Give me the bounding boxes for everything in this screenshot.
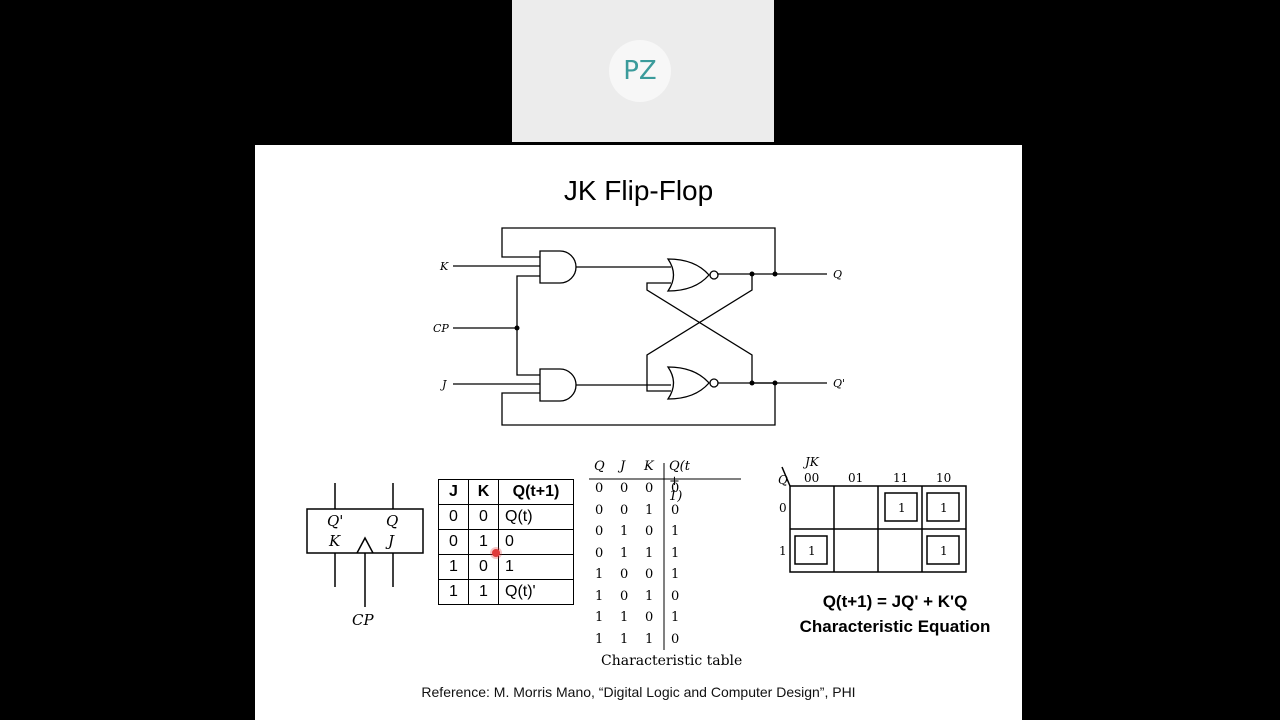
participant-avatar: PZ (609, 40, 671, 102)
ct-cell: 0 (645, 481, 654, 496)
kmap-cell-1-10: 1 (940, 544, 948, 558)
kmap-col-00: 00 (804, 471, 819, 485)
table-row: 1 1 Q(t)' (438, 579, 574, 605)
circuit-label-k: K (439, 260, 449, 273)
ct-cell: 0 (620, 502, 629, 518)
ct-cell: 0 (595, 502, 604, 518)
ct-cell: 0 (645, 524, 654, 539)
ct-header-k: K (644, 459, 654, 474)
ct-cell: 1 (595, 631, 604, 647)
characteristic-table-caption: Characteristic table (601, 653, 743, 669)
slide-title: JK Flip-Flop (563, 175, 714, 206)
kmap-row-1: 1 (779, 544, 787, 558)
ct-cell: 0 (645, 567, 654, 582)
participant-video-tile[interactable]: PZ (512, 0, 774, 142)
ct-cell: 0 (620, 588, 629, 604)
table-row: 0 1 0 (438, 529, 574, 555)
circuit-label-j: J (440, 378, 447, 391)
characteristic-equation-caption: Characteristic Equation (799, 617, 991, 636)
circuit-label-qprime: Q' (833, 377, 845, 390)
kmap-col-var: JK (802, 455, 820, 469)
kmap-cell-0-10: 1 (940, 501, 948, 515)
symbol-label-j: J (385, 532, 395, 550)
ct-cell: 1 (620, 545, 629, 561)
slide-reference: Reference: M. Morris Mano, “Digital Logi… (421, 684, 856, 700)
ct-cell: 1 (645, 588, 654, 604)
ct-cell: 1 (671, 545, 680, 561)
tt-header-q: Q(t+1) (498, 479, 574, 505)
kmap-col-01: 01 (848, 471, 863, 485)
presentation-slide: JK Flip-Flop (255, 145, 1022, 720)
kmap-cell-1-00: 1 (808, 544, 816, 558)
ct-cell: 0 (671, 588, 680, 604)
ct-cell: 1 (645, 631, 654, 647)
ct-cell: 0 (671, 481, 680, 496)
ct-cell: 1 (671, 567, 680, 582)
ct-cell: 1 (595, 567, 604, 582)
ct-cell: 1 (620, 610, 629, 625)
kmap-row-0: 0 (779, 501, 787, 515)
ct-cell: 1 (620, 524, 629, 539)
ct-cell: 0 (620, 481, 629, 496)
ct-cell: 1 (620, 631, 629, 647)
ct-cell: 0 (595, 545, 604, 561)
ct-cell: 1 (595, 610, 604, 625)
symbol-label-qprime: Q' (327, 512, 343, 530)
table-row: 1 0 1 (438, 554, 574, 580)
ct-cell: 0 (595, 524, 604, 539)
jk-flipflop-symbol (306, 483, 424, 607)
tt-header-j: J (438, 479, 469, 505)
ct-cell: 0 (620, 567, 629, 582)
characteristic-equation: Q(t+1) = JQ' + K'Q (822, 592, 968, 611)
ct-cell: 1 (671, 610, 680, 625)
jk-circuit-diagram: K CP J Q Q' Q' Q K J CP (306, 227, 967, 650)
ct-cell: 1 (645, 502, 654, 518)
kmap-cell-0-11: 1 (898, 501, 906, 515)
ct-cell: 1 (645, 545, 654, 561)
kmap-col-11: 11 (893, 471, 908, 485)
ct-cell: 0 (595, 481, 604, 496)
tt-header-k: K (468, 479, 499, 505)
kmap-grid (781, 466, 967, 573)
kmap-row-var: Q (778, 473, 788, 487)
symbol-label-k: K (328, 532, 341, 550)
ct-header-j: J (620, 459, 626, 474)
ct-cell: 0 (671, 631, 680, 647)
ct-cell: 1 (671, 524, 680, 539)
table-row: 0 0 Q(t) (438, 504, 574, 530)
jk-truth-table: J K Q(t+1) 0 0 Q(t) 0 1 0 1 0 1 1 1 Q(t)… (438, 479, 574, 605)
symbol-label-cp: CP (352, 611, 374, 629)
circuit-label-q: Q (833, 268, 842, 281)
ct-header-q: Q (594, 459, 605, 474)
ct-cell: 0 (645, 610, 654, 625)
ct-cell: 0 (671, 502, 680, 518)
ct-cell: 1 (595, 588, 604, 604)
laser-pointer (492, 549, 500, 557)
symbol-label-q: Q (386, 512, 398, 530)
circuit-label-cp: CP (433, 322, 449, 335)
ct-header-qt1: Q(t + 1) (669, 459, 690, 504)
kmap-col-10: 10 (936, 471, 951, 485)
